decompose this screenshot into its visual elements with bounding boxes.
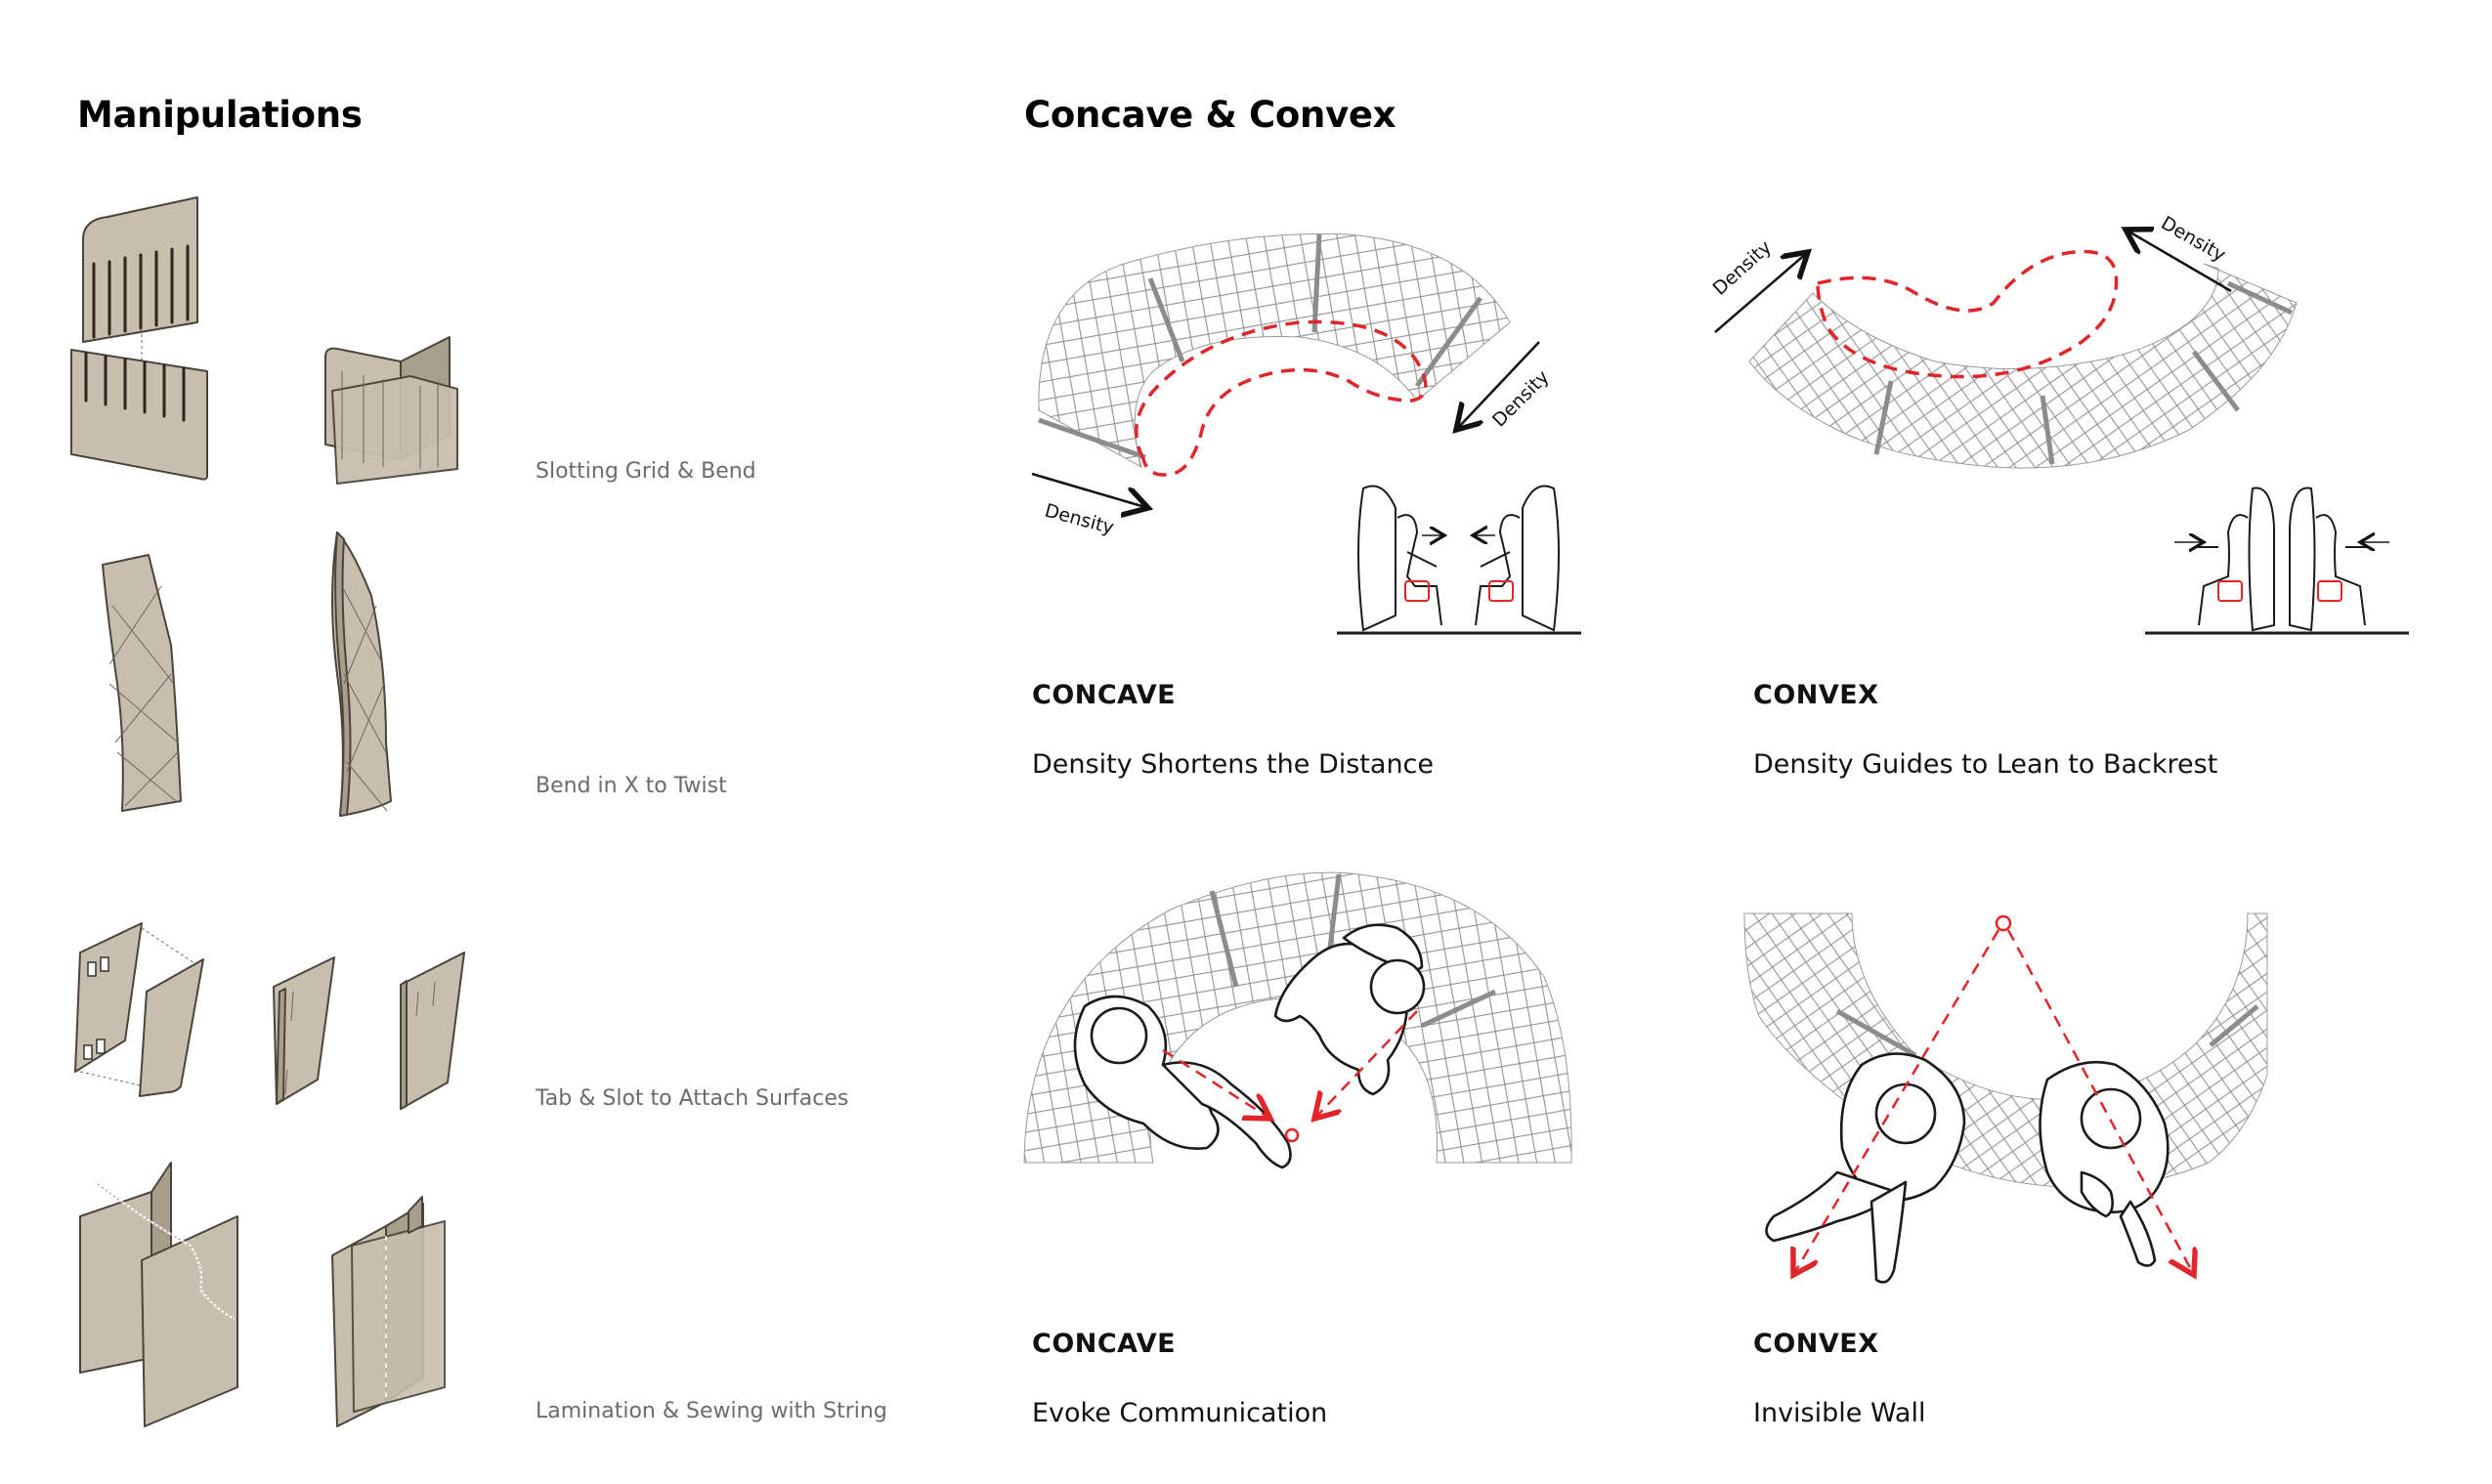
concave-bottom-label: CONCAVE <box>1032 1329 1177 1359</box>
concave-seated-figures <box>1337 485 1581 635</box>
convex-plan-view <box>1743 912 2268 1284</box>
bend-twist-illustration <box>102 531 392 817</box>
slotting-grid-illustration <box>70 196 458 485</box>
concave-density-label-left: Density <box>1043 500 1116 539</box>
concave-convex-heading: Concave & Convex <box>1024 94 1396 136</box>
concave-top-description: Density Shortens the Distance <box>1032 749 1435 780</box>
manipulation-caption-bend: Bend in X to Twist <box>536 774 727 798</box>
manipulation-caption-slotting: Slotting Grid & Bend <box>536 459 756 484</box>
concave-density-label-right: Density <box>1488 366 1554 432</box>
convex-bottom-label: CONVEX <box>1753 1329 1879 1359</box>
convex-seated-figures <box>2145 487 2409 635</box>
convex-bottom-description: Invisible Wall <box>1753 1398 1926 1428</box>
convex-density-label-left: Density <box>1709 236 1776 300</box>
concave-bottom-description: Evoke Communication <box>1032 1398 1328 1428</box>
convex-top-label: CONVEX <box>1753 680 1879 710</box>
convex-density-label-right: Density <box>2158 212 2230 266</box>
concave-plan-view <box>1023 871 1572 1169</box>
concave-density-arc <box>1031 233 1540 508</box>
lamination-illustration <box>79 1162 446 1427</box>
manipulation-caption-lamination: Lamination & Sewing with String <box>536 1399 887 1423</box>
concave-top-label: CONCAVE <box>1032 680 1177 710</box>
convex-density-arc <box>1714 230 2298 469</box>
manipulation-caption-tab-slot: Tab & Slot to Attach Surfaces <box>536 1086 849 1111</box>
convex-top-description: Density Guides to Lean to Backrest <box>1753 749 2218 780</box>
tab-slot-illustration <box>74 922 465 1110</box>
manipulations-heading: Manipulations <box>77 94 363 136</box>
